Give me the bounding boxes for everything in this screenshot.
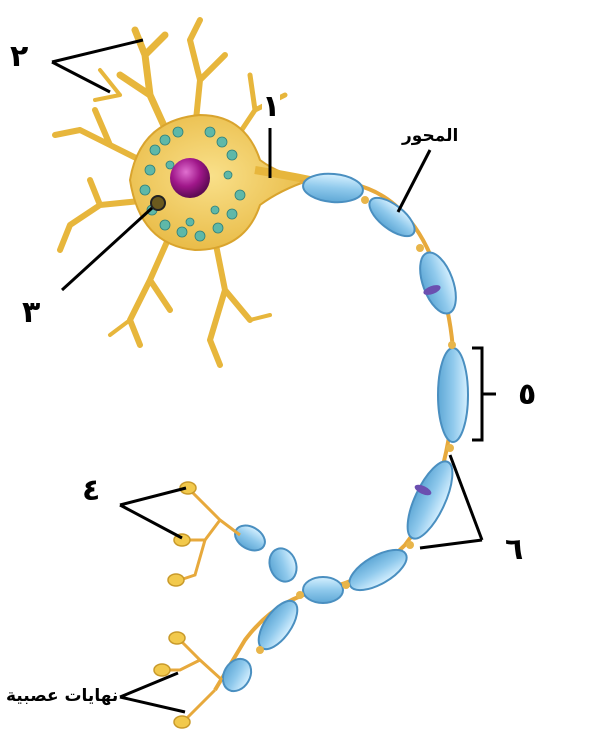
label-4: ٤ <box>82 476 100 506</box>
leader-nerve-endings <box>120 673 185 712</box>
label-2: ٢ <box>10 42 28 72</box>
label-5: ٥ <box>518 380 536 410</box>
schwann-cell <box>413 248 463 318</box>
schwann-cell <box>303 577 343 603</box>
schwann-cell <box>302 171 364 204</box>
synaptic-knobs <box>154 482 196 728</box>
axon-core <box>215 181 454 690</box>
label-nerve-endings: نهايات عصبية <box>6 688 118 705</box>
label-1: ١ <box>262 92 280 122</box>
leader-label-4 <box>120 488 186 538</box>
leader-label-5 <box>472 348 496 440</box>
label-3: ٣ <box>22 298 40 328</box>
axon-terminals-upper <box>180 490 240 580</box>
schwann-cell <box>363 191 420 243</box>
label-6: ٦ <box>505 535 523 565</box>
schwann-cell <box>217 654 257 696</box>
schwann-cell <box>343 542 412 598</box>
leader-axon <box>398 150 430 212</box>
schwann-cell <box>231 520 270 555</box>
schwann-cell <box>438 348 468 442</box>
nucleus <box>170 158 210 198</box>
organelle <box>151 196 165 210</box>
schwann-cell <box>399 456 462 545</box>
schwann-cell <box>265 545 301 586</box>
label-axon: المحور <box>402 128 458 145</box>
